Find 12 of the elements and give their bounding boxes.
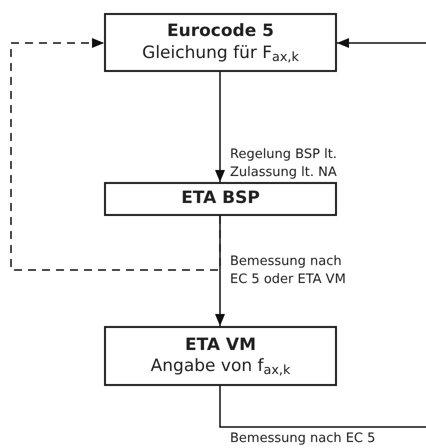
box-text: Angabe von f$_{ax,k}$ <box>150 356 290 378</box>
box-title: Eurocode 5 <box>167 21 274 42</box>
dashed-arrow <box>10 38 221 271</box>
connector-line <box>219 386 426 428</box>
process-box <box>104 182 337 216</box>
process-box <box>104 13 337 72</box>
box-title: ETA VM <box>184 334 256 356</box>
box-text: Gleichung für F$_{ax,k}$ <box>142 42 299 64</box>
box-title: ETA BSP <box>181 188 260 210</box>
arrow <box>215 72 225 182</box>
process-box <box>104 326 337 386</box>
arrow <box>337 38 426 48</box>
